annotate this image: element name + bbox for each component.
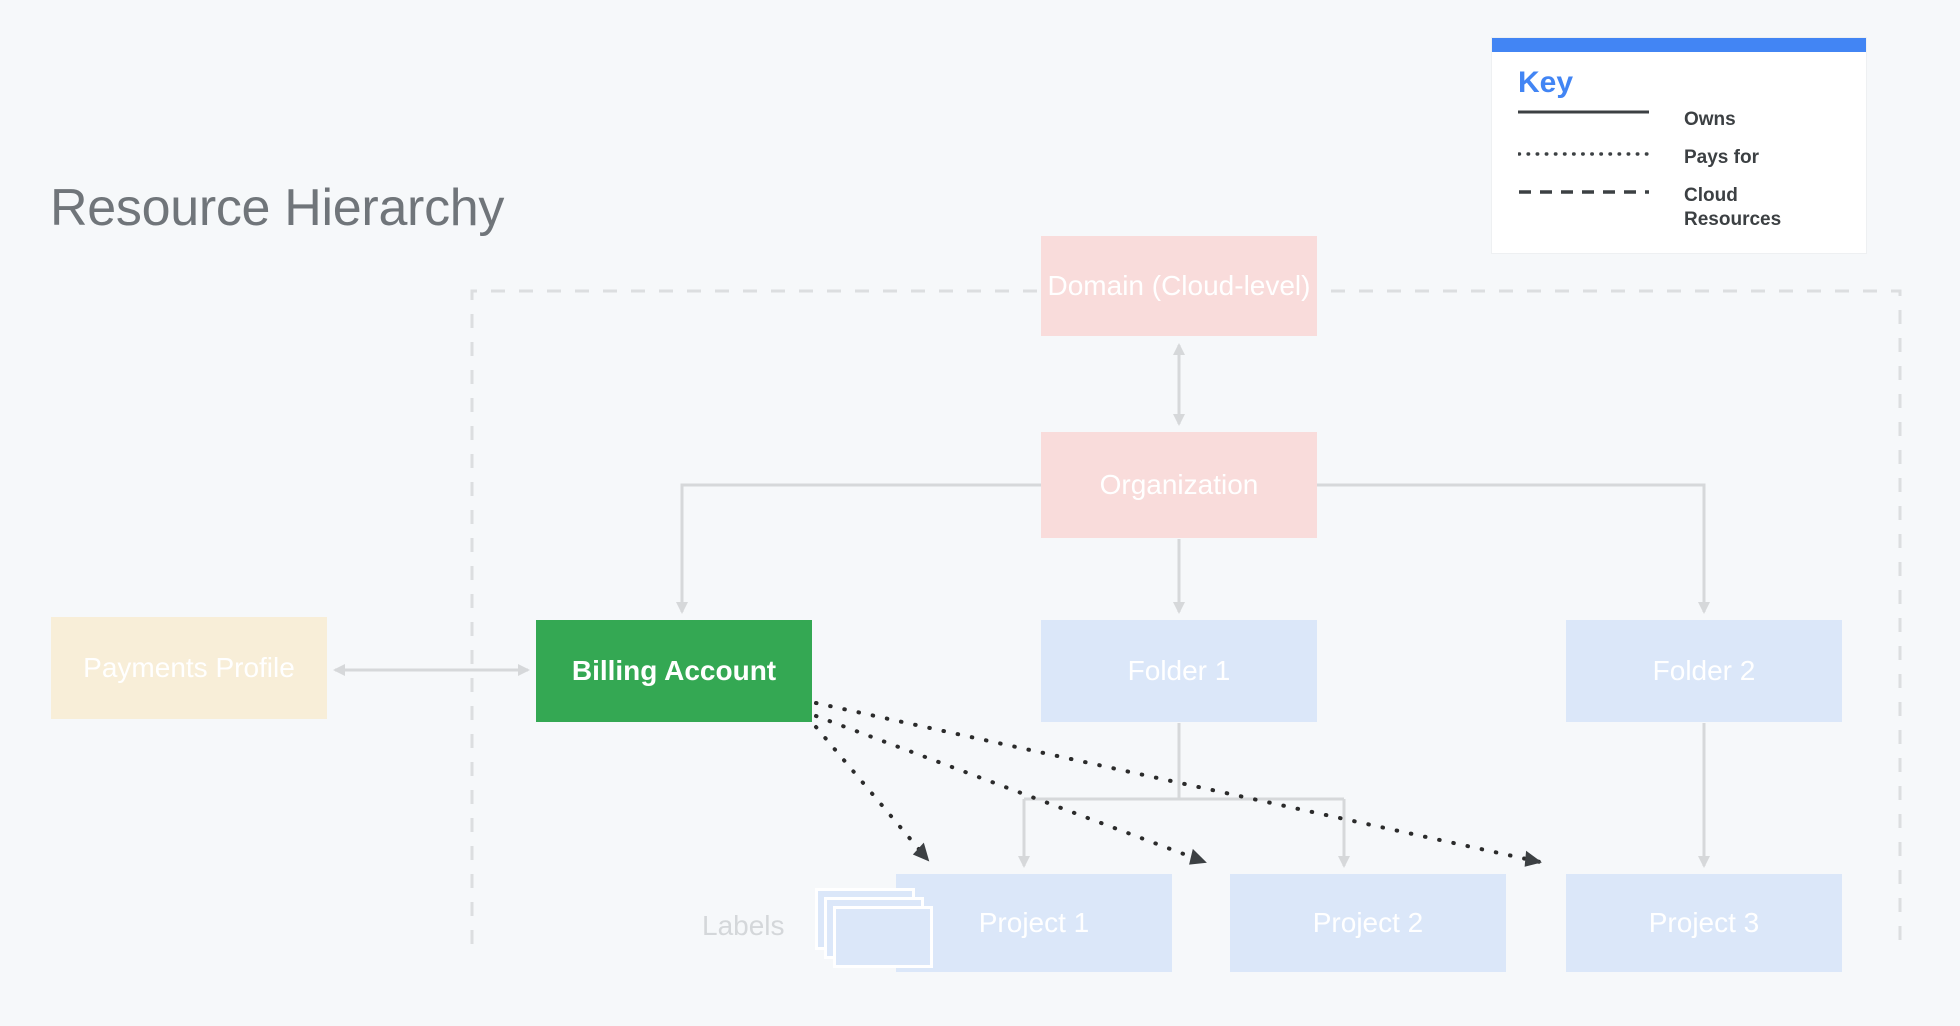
key-accent-bar <box>1492 38 1866 52</box>
solid-line-icon <box>1518 108 1664 130</box>
key-label-cloud-resources: Cloud Resources <box>1684 185 1782 231</box>
edge-billing-project3 <box>814 701 1542 867</box>
key-label-pays-for: Pays for <box>1684 147 1759 168</box>
edge-organization-billing <box>676 483 1041 614</box>
page-title: Resource Hierarchy <box>50 179 505 237</box>
key-row-pays-for: Pays for <box>1518 146 1840 174</box>
key-row-owns: Owns <box>1518 108 1840 136</box>
node-project-2[interactable]: Project 2 <box>1230 874 1506 972</box>
key-title: Key <box>1518 66 1574 99</box>
key-panel: Key Owns Pays for <box>1492 38 1866 253</box>
edge-billing-project1 <box>814 725 930 862</box>
node-billing-account[interactable]: Billing Account <box>536 620 812 722</box>
node-folder-1[interactable]: Folder 1 <box>1041 620 1317 722</box>
dotted-line-icon <box>1518 146 1664 168</box>
node-project-3[interactable]: Project 3 <box>1566 874 1842 972</box>
dashed-line-icon <box>1518 184 1664 206</box>
labels-card-stack[interactable] <box>815 888 933 970</box>
key-label-owns: Owns <box>1684 109 1736 130</box>
labels-caption: Labels <box>702 910 785 941</box>
node-folder-2[interactable]: Folder 2 <box>1566 620 1842 722</box>
node-domain[interactable]: Domain (Cloud-level) <box>1041 236 1317 336</box>
node-payments-profile[interactable]: Payments Profile <box>51 617 327 719</box>
label-card <box>833 906 933 968</box>
key-row-cloud-resources: Cloud Resources <box>1518 184 1840 233</box>
edge-organization-folder2 <box>1317 483 1710 614</box>
edge-folder1-projects <box>1018 723 1350 868</box>
node-organization[interactable]: Organization <box>1041 432 1317 538</box>
key-body: Key Owns Pays for <box>1492 52 1866 253</box>
edge-billing-project2 <box>814 714 1207 865</box>
cloud-resources-boundary <box>470 289 1902 944</box>
node-project-1[interactable]: Project 1 <box>896 874 1172 972</box>
